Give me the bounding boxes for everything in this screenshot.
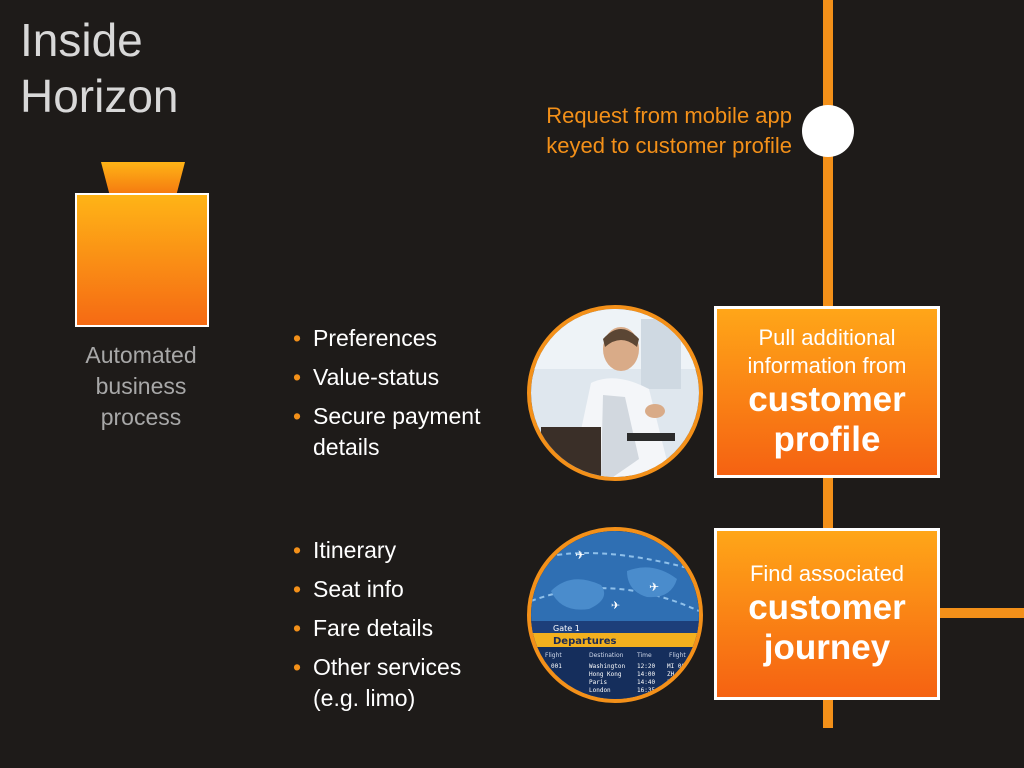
flow-line-branch [940,608,1024,618]
list-item: Value-status [293,362,518,393]
jar-body-icon [75,193,209,327]
process-line-1: Automated [85,342,197,368]
list-item: Secure payment details [293,401,518,463]
plane-icon: ✈ [575,548,585,562]
board-gate: Gate 1 [553,624,580,633]
board-heading: Departures [553,636,617,647]
list-item: Itinerary [293,535,503,566]
profile-box-strong-1: customer [748,380,906,419]
board-cell: 14:00 [637,671,655,678]
journey-box-line-1: Find associated [749,561,905,586]
title-line-1: Inside [20,14,143,66]
title-line-2: Horizon [20,70,179,122]
customer-journey-box: Find associated customer journey [714,528,940,700]
request-line-1: Request from mobile app [546,103,792,128]
board-cell: Hong Kong [589,671,622,678]
profile-box-line-2: information from [747,353,907,378]
customer-profile-box: Pull additional information from custome… [714,306,940,478]
board-cell: 14:40 [637,679,655,686]
journey-box-strong-1: customer [748,588,906,627]
board-cell: FR [667,679,675,686]
journey-box-strong-2: journey [763,628,891,667]
board-cell: MI 002 [667,663,689,670]
process-line-3: process [100,404,182,430]
departures-photo: ✈ ✈ ✈ Gate 1 Departures Flight Destinati… [527,527,703,703]
list-item: Seat info [293,574,503,605]
plane-icon: ✈ [611,599,620,612]
board-cell: 12:20 [637,663,655,670]
profile-box-line-1: Pull additional [758,325,896,350]
board-column: Destination [589,652,624,659]
board-column: Flight [669,652,686,659]
board-cell: London [589,687,611,694]
jar-lid-icon [101,162,185,194]
board-cell: ZH 0 [667,671,682,678]
board-column: Time [636,652,652,659]
list-item: Other services (e.g. limo) [293,652,503,714]
board-cell: Paris [589,679,607,686]
request-node [802,105,854,157]
request-line-2: keyed to customer profile [546,133,792,158]
board-cell: Washington [589,663,626,670]
list-item: Fare details [293,613,503,644]
profile-details-list: Preferences Value-status Secure payment … [293,323,518,471]
plane-icon: ✈ [649,580,659,594]
request-label: Request from mobile app keyed to custome… [546,101,792,161]
board-cell: 001 [551,663,562,670]
board-cell: 16:35 [637,687,655,694]
slide-title: Inside Horizon [20,12,179,124]
journey-details-list: Itinerary Seat info Fare details Other s… [293,535,503,722]
traveler-photo [527,305,703,481]
process-label: Automated business process [60,340,222,433]
process-line-2: business [95,373,187,399]
list-item: Preferences [293,323,518,354]
board-column: Flight [545,652,562,659]
profile-box-strong-2: profile [773,420,881,459]
